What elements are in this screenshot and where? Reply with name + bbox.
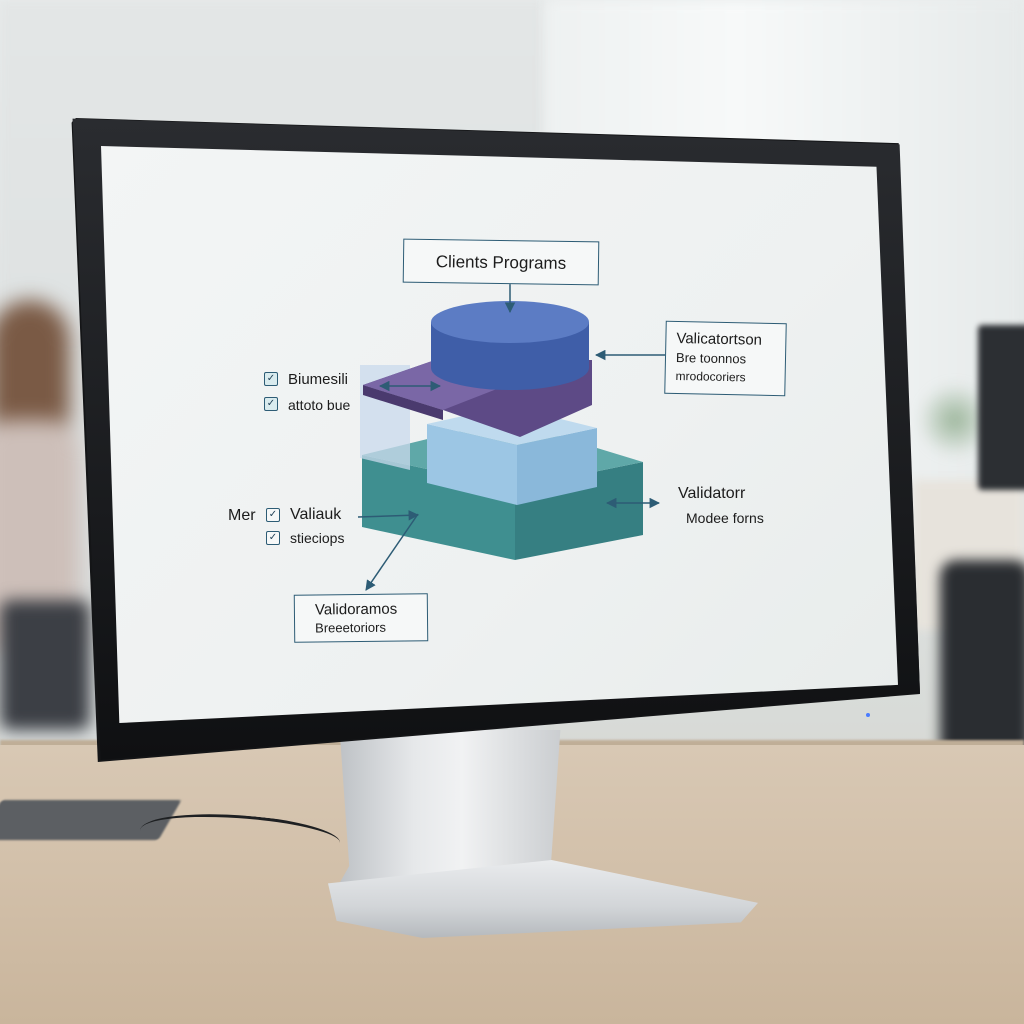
right-text-line2: Modee forns bbox=[686, 510, 764, 526]
validoramos-line2: Breeetoriors bbox=[315, 619, 386, 636]
check-icon: ✓ bbox=[266, 508, 280, 522]
left-check-label-2: attoto bue bbox=[288, 397, 351, 413]
check-icon: ✓ bbox=[264, 397, 278, 411]
power-led-icon bbox=[866, 713, 870, 717]
background-chair bbox=[0, 600, 90, 730]
check-icon: ✓ bbox=[264, 372, 278, 386]
left-check-label-1: Biumesili bbox=[288, 371, 349, 388]
validatortson-line2: Bre toonnos bbox=[675, 349, 747, 367]
arrow-bottom bbox=[365, 513, 419, 591]
validatortson-line3: mrodocoriers bbox=[675, 368, 746, 385]
validoramos-title: Validoramos bbox=[314, 600, 398, 619]
background-monitor bbox=[978, 325, 1024, 490]
middle-left-line2: stieciops bbox=[290, 530, 345, 546]
check-icon: ✓ bbox=[266, 531, 280, 545]
background-office-chair bbox=[940, 560, 1024, 760]
arrow-middle-left bbox=[357, 510, 420, 521]
middle-left-line1: Valiauk bbox=[290, 506, 342, 523]
right-text-line1: Validatorr bbox=[678, 485, 746, 502]
clients-programs-label: Clients Programs bbox=[435, 252, 567, 273]
validatortson-box: Valicatortson Bre toonnos mrodocoriers bbox=[664, 320, 787, 397]
validoramos-box: Validoramos Breeetoriors bbox=[293, 593, 429, 643]
cylinder-database bbox=[431, 301, 589, 390]
clients-programs-box: Clients Programs bbox=[402, 238, 600, 286]
validatortson-title: Valicatortson bbox=[676, 329, 763, 349]
middle-left-prefix: Mer bbox=[228, 507, 256, 524]
